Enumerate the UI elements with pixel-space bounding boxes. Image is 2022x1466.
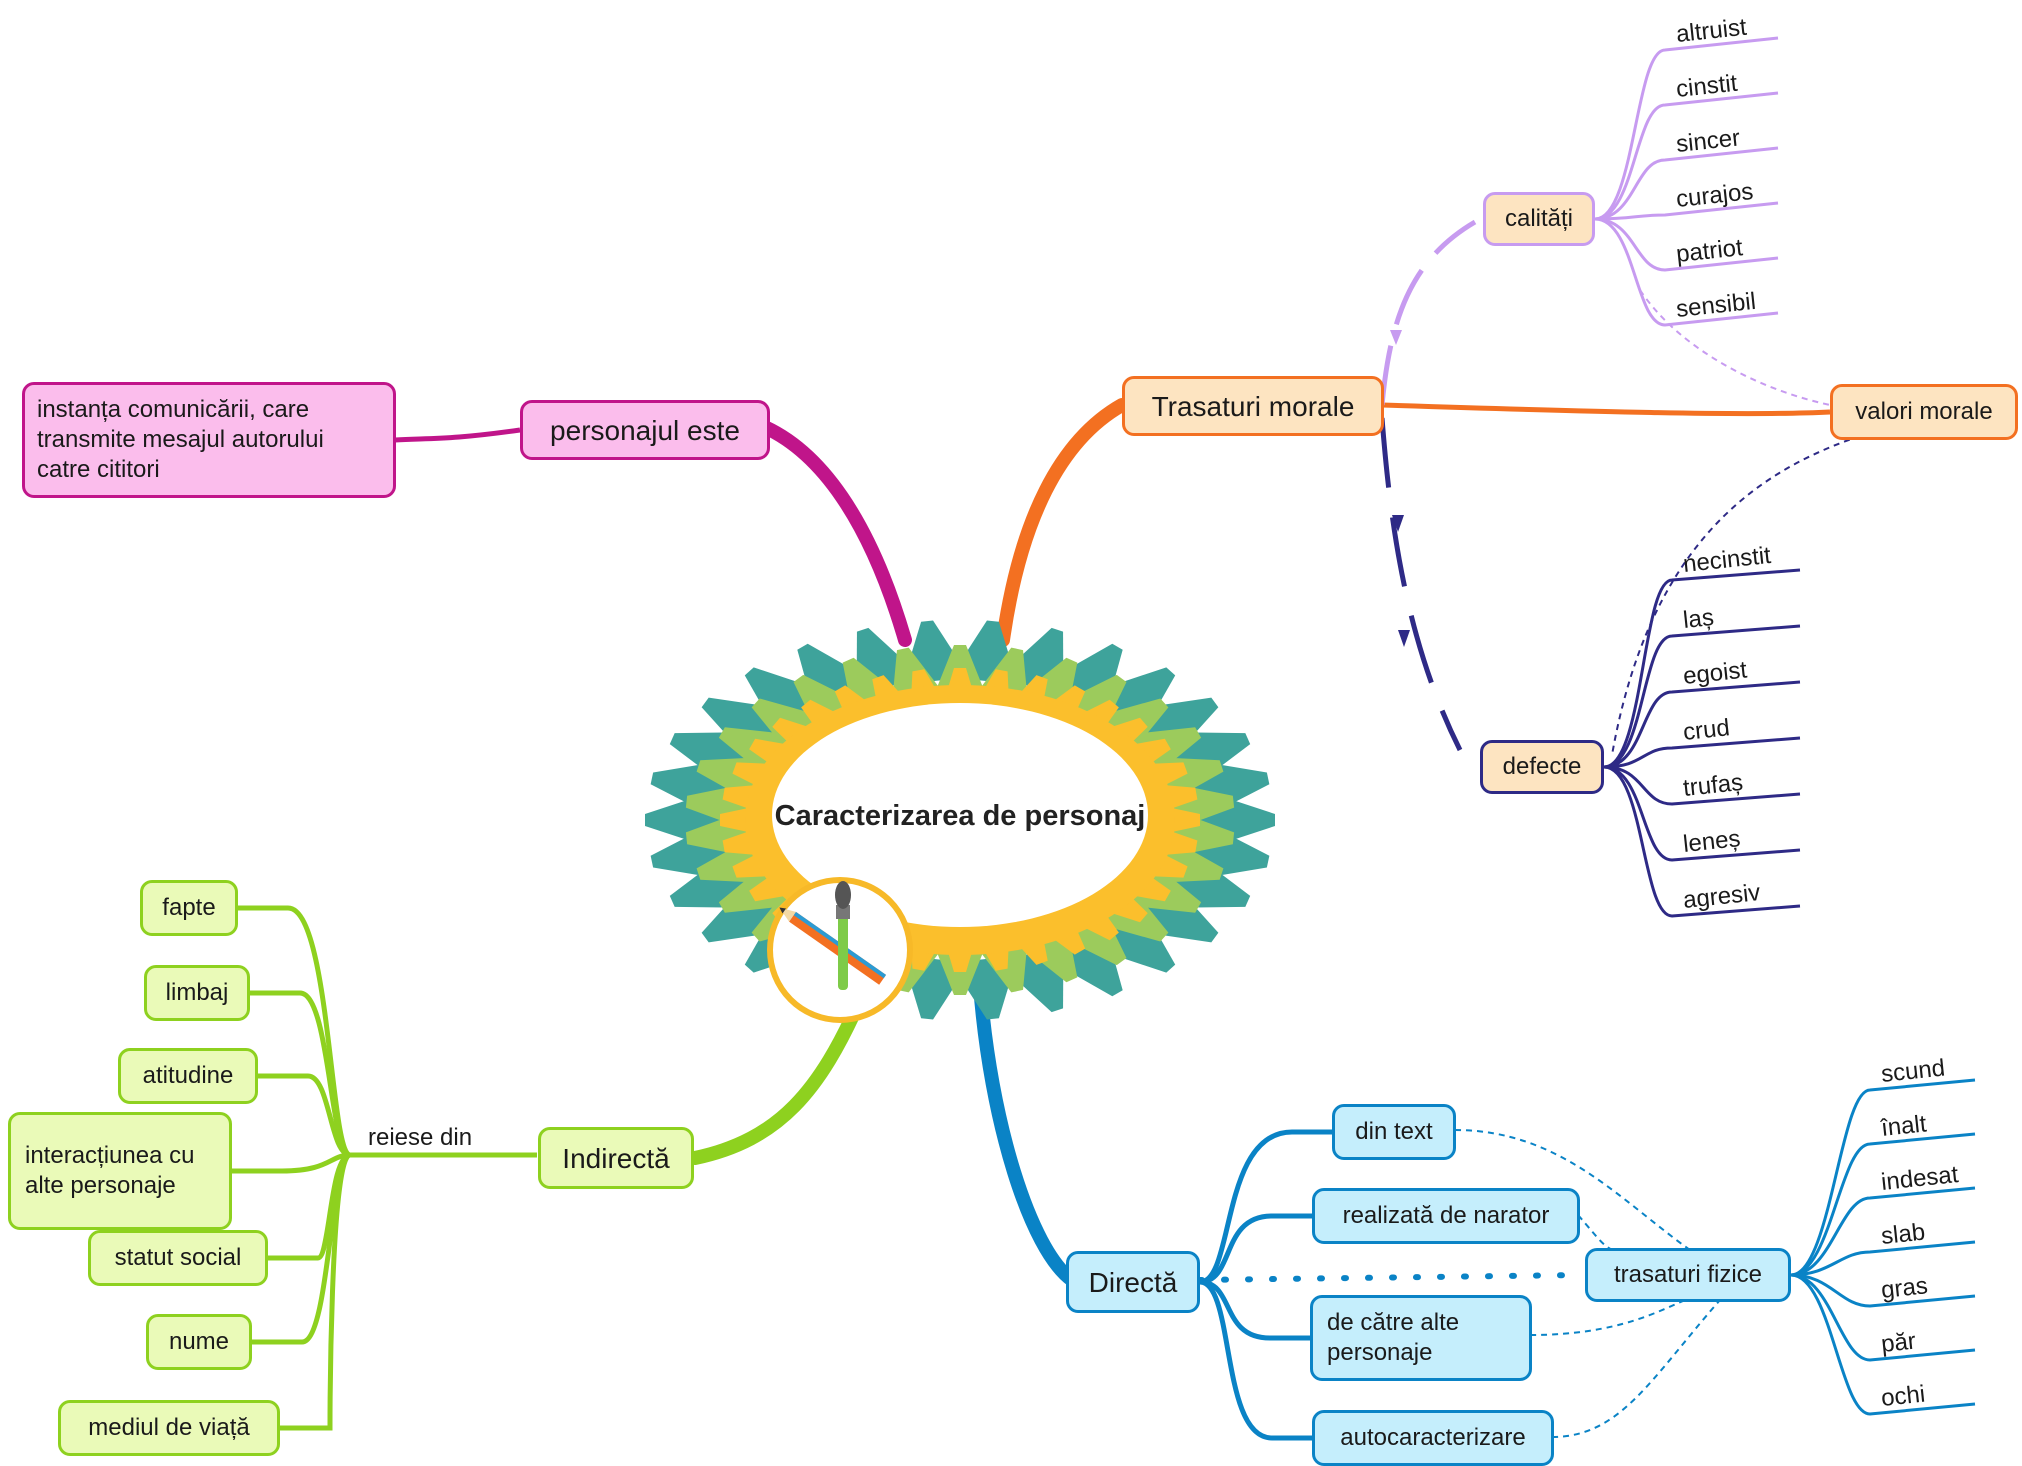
indirecta-item[interactable]: fapte <box>140 880 238 936</box>
directa-label: Directă <box>1088 1266 1178 1298</box>
defect-item[interactable]: laș <box>1682 604 1715 634</box>
directa-item[interactable]: realizată de narator <box>1312 1188 1580 1244</box>
defecte-label: defecte <box>1502 753 1582 780</box>
indirecta-label: Indirectă <box>562 1142 670 1174</box>
central-topic-label[interactable]: Caracterizarea de personaj <box>774 800 1146 832</box>
defect-item[interactable]: leneș <box>1682 825 1742 858</box>
indirecta-item[interactable]: nume <box>146 1314 252 1370</box>
directa-item-label: de către alte personaje <box>1327 1309 1460 1366</box>
pencil-brush-icon <box>767 877 913 1023</box>
indirecta-node[interactable]: Indirectă <box>538 1127 694 1189</box>
trasaturi-morale-label: Trasaturi morale <box>1151 390 1355 422</box>
branch-personajul <box>753 418 912 647</box>
indirecta-item-label: nume <box>168 1328 230 1355</box>
indirecta-item-label: limbaj <box>165 979 229 1006</box>
personajul-este-label: personajul este <box>550 414 740 446</box>
indirecta-item-label: statut social <box>114 1244 242 1271</box>
connector-lines <box>232 36 1976 1441</box>
defect-item[interactable]: egoist <box>1682 656 1749 690</box>
directa-node[interactable]: Directă <box>1066 1251 1200 1313</box>
indirecta-item[interactable]: atitudine <box>118 1048 258 1104</box>
trasatura-fizica-item[interactable]: gras <box>1880 1272 1929 1304</box>
branch-directa <box>973 978 1079 1287</box>
calitati-node[interactable]: calități <box>1483 192 1595 246</box>
calitate-item[interactable]: cinstit <box>1675 70 1739 103</box>
trasaturi-fizice-label: trasaturi fizice <box>1613 1261 1763 1288</box>
valori-morale-label: valori morale <box>1855 398 1993 425</box>
directa-item[interactable]: din text <box>1332 1104 1456 1160</box>
directa-item[interactable]: de către alte personaje <box>1310 1295 1532 1381</box>
valori-morale-node[interactable]: valori morale <box>1830 384 2018 440</box>
personaj-definition-text: instanța comunicării, care transmite mes… <box>37 396 324 483</box>
personaj-definition-node[interactable]: instanța comunicării, care transmite mes… <box>22 382 396 498</box>
indirecta-item[interactable]: mediul de viață <box>58 1400 280 1456</box>
defect-item[interactable]: crud <box>1682 714 1731 746</box>
calitati-label: calități <box>1504 205 1574 232</box>
indirecta-item[interactable]: statut social <box>88 1230 268 1286</box>
indirecta-item-label: atitudine <box>142 1062 234 1089</box>
trasatura-fizica-item[interactable]: ochi <box>1880 1381 1927 1412</box>
trasatura-fizica-item[interactable]: păr <box>1880 1327 1917 1357</box>
defecte-node[interactable]: defecte <box>1480 740 1604 794</box>
trasatura-fizica-item[interactable]: slab <box>1880 1219 1927 1250</box>
branch-trasaturi <box>996 398 1129 647</box>
directa-item-label: autocaracterizare <box>1340 1424 1526 1451</box>
trasaturi-morale-node[interactable]: Trasaturi morale <box>1122 376 1384 436</box>
calitate-item[interactable]: sincer <box>1675 124 1742 158</box>
trasatura-fizica-item[interactable]: înalt <box>1879 1110 1928 1142</box>
reiese-din-label: reiese din <box>368 1124 472 1151</box>
branch-indirecta <box>688 993 867 1165</box>
indirecta-item-label: mediul de viață <box>88 1414 250 1441</box>
indirecta-item[interactable]: interacțiunea cu alte personaje <box>8 1112 232 1230</box>
directa-item[interactable]: autocaracterizare <box>1312 1410 1554 1466</box>
indirecta-item[interactable]: limbaj <box>144 965 250 1021</box>
indirecta-item-label: fapte <box>162 894 216 921</box>
personajul-este-node[interactable]: personajul este <box>520 400 770 460</box>
indirecta-item-label: interacțiunea cu alte personaje <box>25 1142 195 1199</box>
directa-item-label: din text <box>1355 1118 1433 1145</box>
trasatura-fizica-item[interactable]: scund <box>1880 1054 1947 1088</box>
defect-item[interactable]: trufaș <box>1682 769 1745 802</box>
trasaturi-fizice-node[interactable]: trasaturi fizice <box>1585 1248 1791 1302</box>
directa-item-label: realizată de narator <box>1342 1202 1550 1229</box>
